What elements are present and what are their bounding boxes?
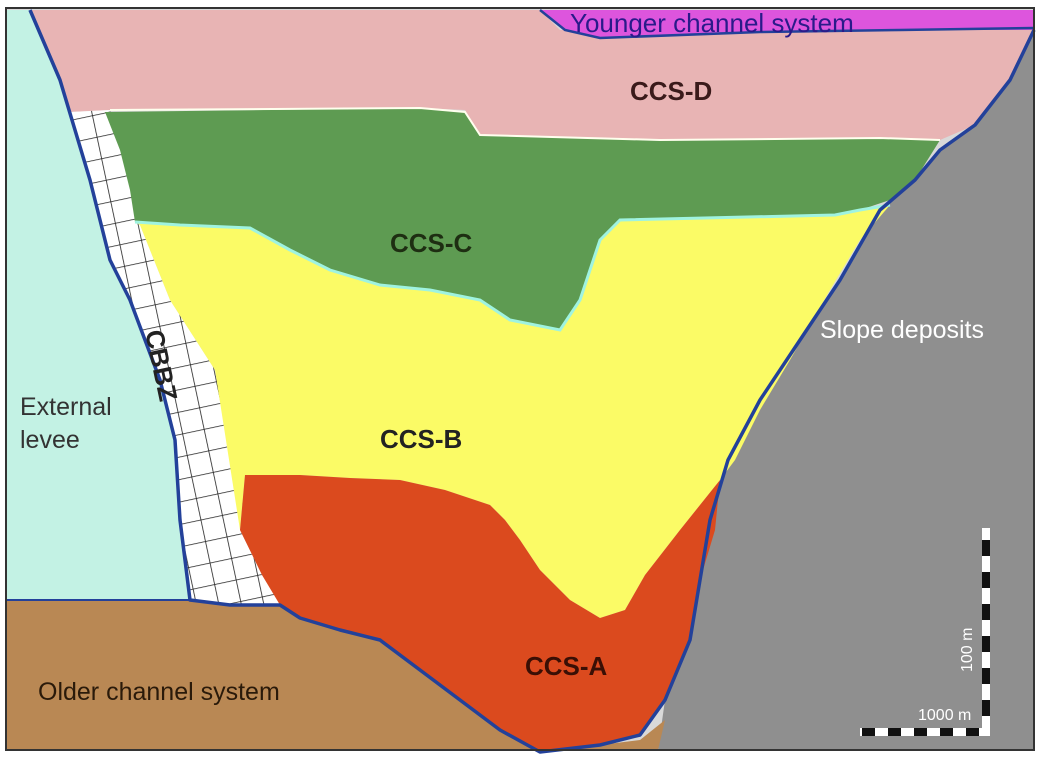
- ccs-c-base-line: [134, 203, 891, 332]
- ccs-b-region: [135, 205, 890, 618]
- older-channel-label: Older channel system: [38, 678, 280, 706]
- external-levee-label-line1: External: [20, 393, 112, 421]
- slope-deposits-label: Slope deposits: [820, 316, 984, 344]
- vertical-scale-bar: [982, 528, 990, 733]
- younger-channel-label: Younger channel system: [570, 8, 854, 38]
- ccs-a-region: [240, 475, 720, 752]
- scale-bar: 100 m 1000 m: [860, 528, 990, 736]
- vertical-scale-label: 100 m: [959, 628, 976, 672]
- channel-boundary-left: [28, 9, 1036, 754]
- ccs-b-label: CCS-B: [380, 424, 462, 454]
- external-levee-label-line2: levee: [20, 426, 80, 454]
- older-channel-region: [6, 600, 665, 752]
- ccs-d-label: CCS-D: [630, 76, 712, 106]
- younger-channel-region: [540, 10, 1034, 38]
- external-levee-region: [6, 10, 190, 600]
- ccs-c-label: CCS-C: [390, 228, 473, 258]
- horizontal-scale-bar: [860, 728, 990, 736]
- ccs-a-label: CCS-A: [525, 651, 608, 681]
- ccs-d-region: [30, 10, 1034, 140]
- horizontal-scale-label: 1000 m: [918, 707, 971, 724]
- younger-channel-boundary: [539, 9, 1035, 40]
- slope-deposits-region: [658, 30, 1034, 750]
- ccs-d-base-line: [109, 106, 941, 142]
- ccs-c-region: [105, 108, 940, 330]
- figure-border: [5, 7, 1035, 751]
